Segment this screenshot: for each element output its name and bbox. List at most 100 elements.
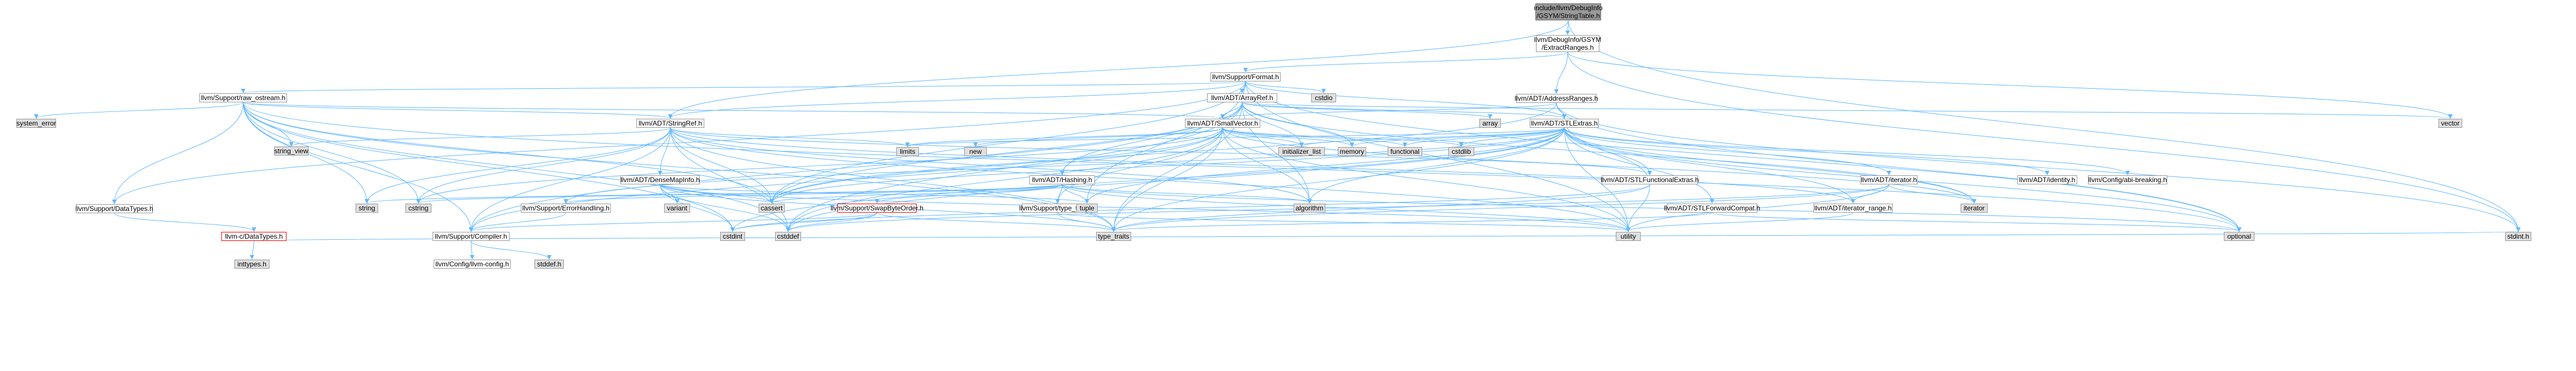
node-label: cstdint [722, 232, 743, 240]
node-label-line-1: llvm/DebugInfo/GSYM [1534, 36, 1602, 44]
edge-stl-forward-compat-to-type-traits [1111, 212, 1713, 232]
edge-format-to-optional [1245, 81, 2241, 232]
node-string-ref[interactable]: llvm/ADT/StringRef.h [636, 119, 704, 128]
edge-iterator-range-to-utility [1626, 212, 1854, 232]
node-limits[interactable]: limits [896, 147, 919, 156]
node-compiler[interactable]: llvm/Support/Compiler.h [433, 232, 510, 241]
node-array-ref[interactable]: llvm/ADT/ArrayRef.h [1207, 93, 1277, 102]
node-format[interactable]: llvm/Support/Format.h [1210, 72, 1281, 81]
node-extract-ranges[interactable]: llvm/DebugInfo/GSYM/ExtractRanges.h [1534, 35, 1602, 52]
edge-hashing-to-cassert [769, 184, 1063, 204]
node-utility[interactable]: utility [1616, 232, 1641, 241]
edge-stl-extras-to-adt-identity [1564, 127, 2049, 175]
node-dense-map-info[interactable]: llvm/ADT/DenseMapInfo.h [621, 175, 700, 184]
edge-small-vector-to-iterator-std [1222, 127, 1976, 204]
node-initializer-list[interactable]: initializer_list [1278, 147, 1325, 156]
node-llvm-c-data-types[interactable]: llvm-c/DataTypes.h [221, 232, 286, 241]
node-raw-ostream[interactable]: llvm/Support/raw_ostream.h [199, 93, 287, 102]
edge-stl-extras-to-stl-forward-compat [1564, 127, 1714, 204]
edge-array-ref-to-iterator-std [1242, 102, 1976, 204]
node-label: iterator [1963, 204, 1985, 212]
node-data-types-support[interactable]: llvm/Support/DataTypes.h [75, 204, 153, 213]
node-vector[interactable]: vector [2438, 119, 2462, 128]
node-label: llvm/ADT/STLExtras.h [1530, 119, 1598, 127]
edge-root-to-stdint [1568, 20, 2521, 232]
edge-stl-functional-extras-to-type-traits [1111, 184, 1650, 232]
edge-stl-extras-to-cstddef [786, 127, 1565, 232]
node-stl-functional-extras[interactable]: llvm/ADT/STLFunctionalExtras.h [1601, 175, 1699, 184]
edge-string-ref-to-stl-functional-extras [670, 127, 1652, 175]
node-iterator-std[interactable]: iterator [1961, 204, 1988, 213]
edge-llvm-c-data-types-to-inttypes [250, 240, 255, 260]
node-stdint[interactable]: stdint.h [2505, 232, 2531, 241]
node-label: llvm/Support/raw_ostream.h [200, 94, 286, 102]
edge-array-ref-to-stl-extras [1242, 102, 1567, 119]
node-cstddef[interactable]: cstddef [775, 232, 801, 241]
node-label: stdint.h [2507, 232, 2530, 240]
edge-stl-extras-to-iterator [1564, 127, 1892, 175]
node-label: string_view [274, 147, 309, 155]
edge-data-types-support-to-llvm-c-data-types [114, 213, 256, 232]
node-string-view[interactable]: string_view [274, 146, 309, 156]
node-stl-extras[interactable]: llvm/ADT/STLExtras.h [1530, 119, 1599, 128]
node-optional[interactable]: optional [2224, 232, 2254, 241]
edge-string-ref-to-limits [670, 127, 910, 147]
edge-stl-extras-to-cstdlib [1459, 127, 1565, 147]
node-root[interactable]: include/llvm/DebugInfo/GSYM/StringTable.… [1534, 3, 1603, 20]
node-array[interactable]: array [1479, 119, 1501, 128]
node-system-error[interactable]: system_error [16, 119, 56, 128]
node-type-traits[interactable]: type_traits [1096, 232, 1131, 241]
node-label: cstdio [1315, 94, 1333, 102]
edge-address-ranges-to-cassert [769, 102, 1557, 204]
node-iterator[interactable]: llvm/ADT/iterator.h [1860, 175, 1918, 184]
node-cstdio[interactable]: cstdio [1311, 93, 1336, 102]
node-algorithm[interactable]: algorithm [1294, 204, 1325, 213]
node-hashing[interactable]: llvm/ADT/Hashing.h [1029, 175, 1095, 184]
node-label: algorithm [1295, 204, 1324, 212]
node-memory[interactable]: memory [1338, 147, 1366, 156]
node-inttypes[interactable]: inttypes.h [234, 260, 269, 269]
edge-stl-extras-to-tuple [1085, 127, 1565, 204]
node-label: llvm/ADT/StringRef.h [638, 119, 703, 127]
node-string[interactable]: string [356, 204, 378, 213]
node-new[interactable]: new [964, 147, 987, 156]
node-small-vector[interactable]: llvm/ADT/SmallVector.h [1185, 119, 1260, 128]
node-label: llvm/ADT/SmallVector.h [1187, 119, 1259, 127]
node-stddef[interactable]: stddef.h [534, 260, 564, 269]
edge-string-ref-to-cstring [416, 127, 671, 204]
node-label: llvm/Support/DataTypes.h [75, 205, 153, 213]
edge-raw-ostream-to-compiler [243, 102, 473, 232]
node-adt-identity[interactable]: llvm/ADT/identity.h [2017, 175, 2077, 184]
node-label: inttypes.h [237, 260, 267, 268]
node-stl-forward-compat[interactable]: llvm/ADT/STLForwardCompat.h [1664, 204, 1760, 213]
node-llvm-config[interactable]: llvm/Config/llvm-config.h [434, 260, 511, 269]
node-abi-breaking[interactable]: llvm/Config/abi-breaking.h [2088, 175, 2167, 184]
node-cstdint[interactable]: cstdint [720, 232, 745, 241]
node-cassert[interactable]: cassert [759, 204, 785, 213]
edge-small-vector-to-compiler [469, 127, 1223, 232]
edge-dense-map-info-to-cassert [660, 184, 774, 204]
node-swap-byte-order[interactable]: llvm/Support/SwapByteOrder.h [831, 204, 923, 213]
edge-small-vector-to-memory [1222, 127, 1354, 147]
node-address-ranges[interactable]: llvm/ADT/AddressRanges.h [1514, 94, 1598, 103]
node-variant[interactable]: variant [664, 204, 690, 213]
node-label: llvm/Config/abi-breaking.h [2088, 176, 2167, 184]
edge-raw-ostream-to-cstddef [243, 102, 790, 232]
edge-stl-extras-to-abi-breaking [1564, 127, 2130, 175]
edge-string-ref-to-utility [670, 127, 1631, 232]
node-label: memory [1340, 148, 1364, 156]
node-cstring[interactable]: cstring [405, 204, 431, 213]
edge-error-handling-to-compiler [469, 212, 566, 232]
node-iterator-range[interactable]: llvm/ADT/iterator_range.h [1813, 204, 1893, 213]
edge-type-traits-support-to-type-traits [1057, 212, 1116, 232]
node-functional[interactable]: functional [1388, 147, 1422, 156]
node-cstdlib[interactable]: cstdlib [1448, 147, 1474, 156]
node-error-handling[interactable]: llvm/Support/ErrorHandling.h [521, 204, 611, 213]
node-label: cassert [760, 204, 783, 212]
edge-raw-ostream-to-optional [243, 102, 2241, 232]
edge-string-ref-to-cstddef [670, 127, 790, 232]
edge-iterator-to-cstddef [786, 184, 1889, 232]
node-tuple[interactable]: tuple [1076, 204, 1098, 213]
edge-raw-ostream-to-string-view [243, 102, 294, 146]
